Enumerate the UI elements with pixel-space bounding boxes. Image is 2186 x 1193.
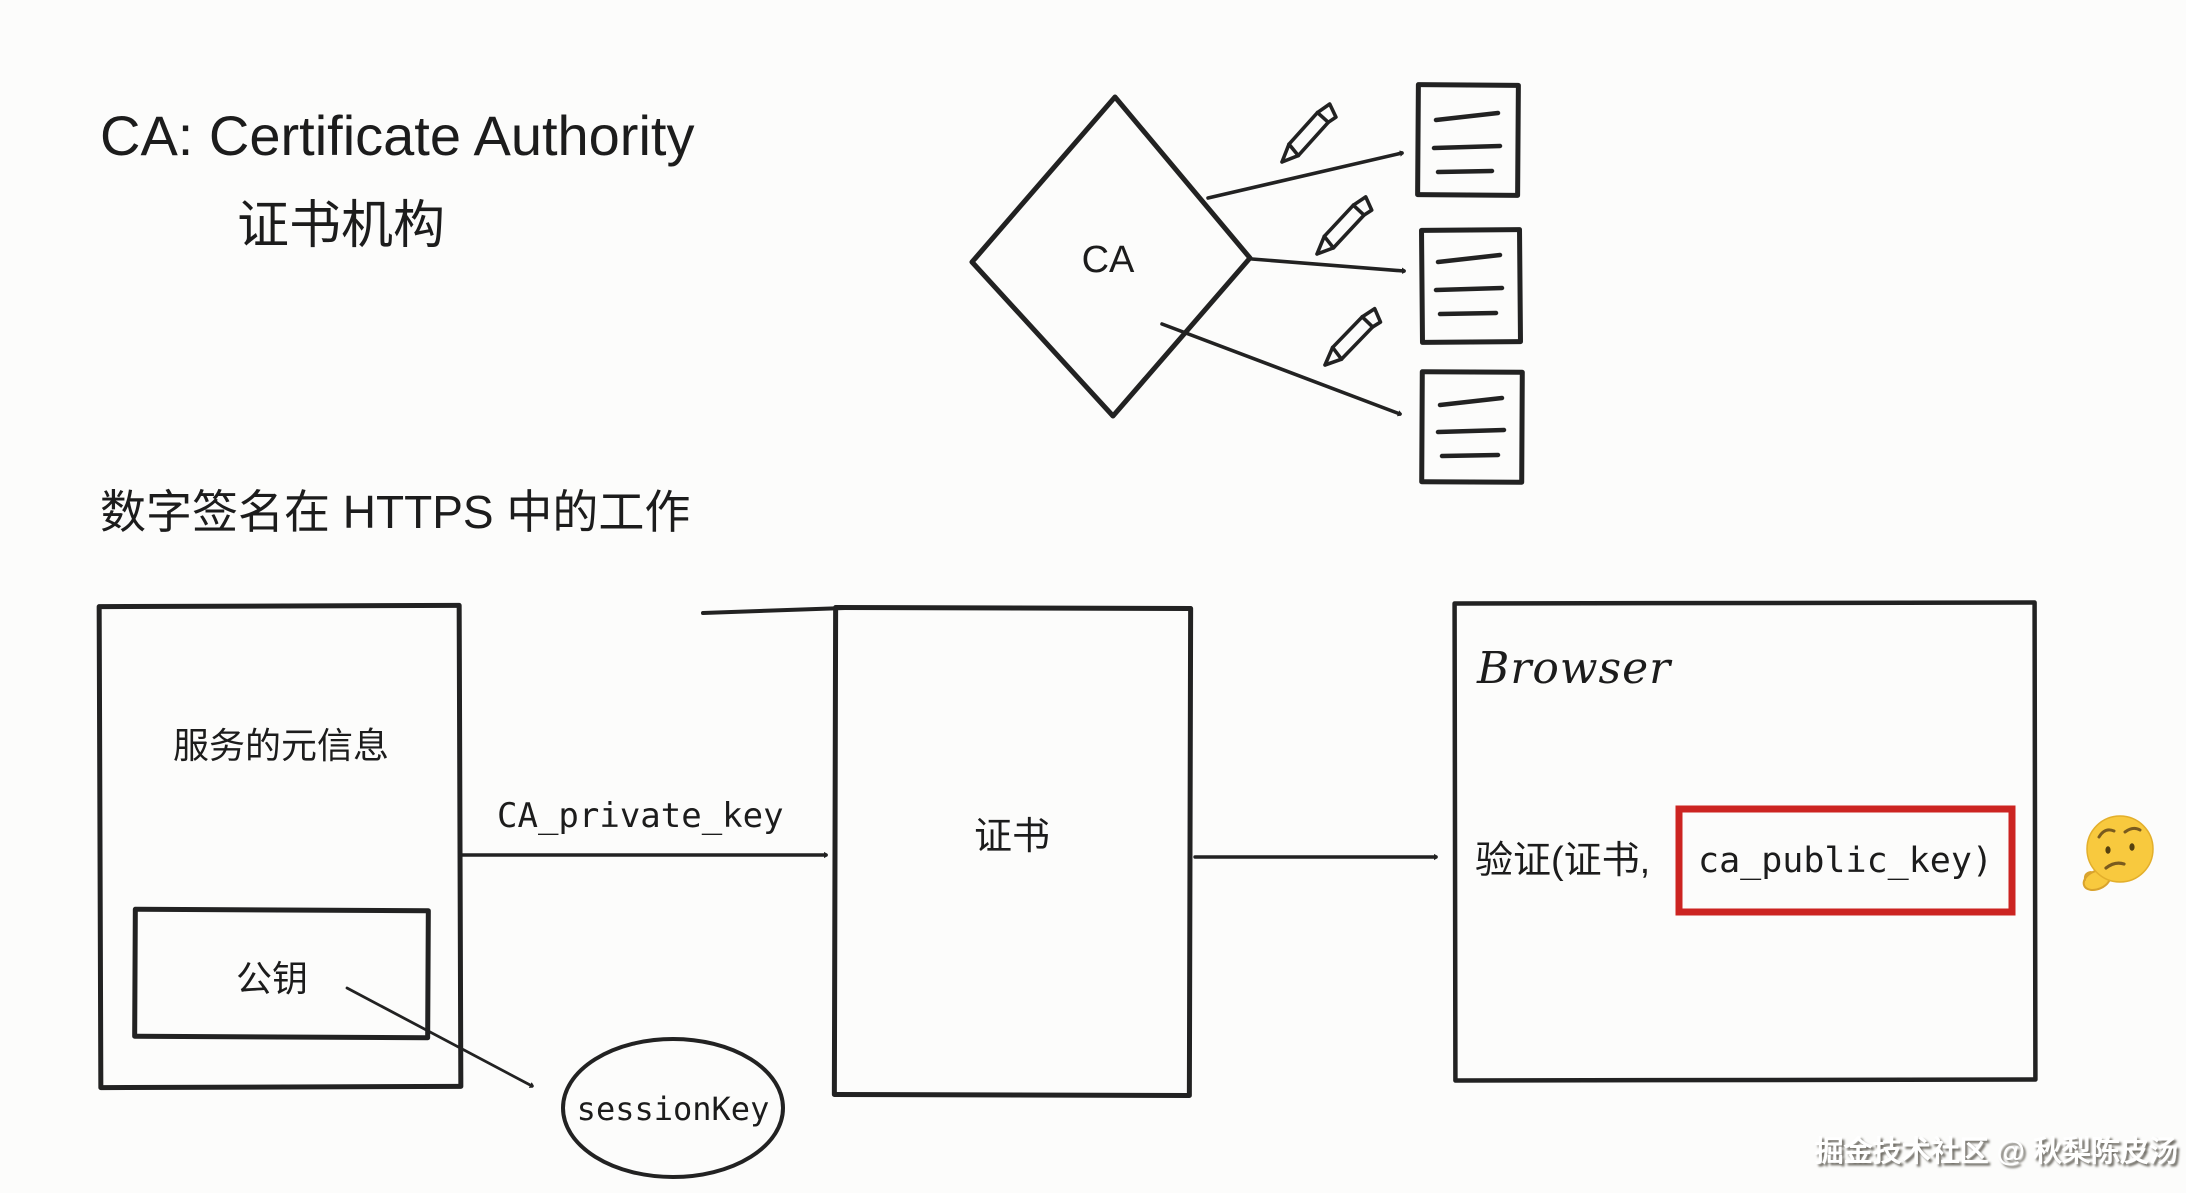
server-meta-box — [96, 602, 464, 1091]
browser-label: Browser — [1476, 643, 1673, 694]
section-heading: 数字签名在 HTTPS 中的工作 — [100, 486, 690, 538]
pencil-icon — [1275, 99, 1342, 171]
watermark: 掘金技术社区 @ 秋梨陈皮汤 — [1815, 1134, 2178, 1168]
session-key-ellipse — [561, 1037, 785, 1179]
sign-arrow-2 — [1250, 257, 1406, 271]
pencil-icon — [1318, 304, 1387, 374]
signed-document-icon — [1419, 369, 1525, 485]
public-key-to-session-arrow — [345, 986, 532, 1086]
highlight-red-box — [1675, 805, 2016, 916]
page-title: CA: Certificate Authority — [100, 104, 694, 167]
pencil-icon — [1310, 192, 1378, 263]
page-title-chinese: 证书机构 — [237, 197, 445, 255]
verify-text: 验证(证书, — [1475, 840, 1650, 882]
sign-arrow-3 — [1160, 322, 1402, 414]
sign-arrow-1 — [1206, 153, 1404, 200]
browser-box — [1452, 600, 2038, 1083]
ca-diamond-label: CA — [1082, 239, 1135, 281]
session-key-label: sessionKey — [577, 1090, 770, 1128]
public-key-label: 公钥 — [236, 958, 308, 999]
public-key-box — [132, 906, 431, 1041]
sign-arrow-label: CA_private_key — [497, 796, 784, 836]
signed-document-icon — [1419, 227, 1523, 345]
signed-document-icon — [1415, 82, 1521, 198]
certificate-box — [701, 605, 1194, 1098]
thinking-face-icon — [2082, 815, 2154, 892]
certificate-label: 证书 — [974, 816, 1050, 858]
highlighted-arg: ca_public_key) — [1698, 841, 1993, 881]
server-meta-label: 服务的元信息 — [173, 725, 389, 766]
ca-diamond — [969, 94, 1253, 419]
